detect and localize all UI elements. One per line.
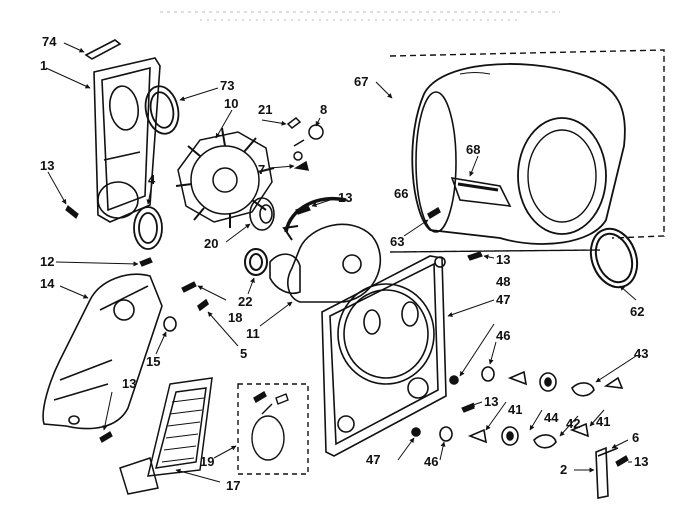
callout-62: 62	[630, 304, 644, 319]
callout-7: 7	[258, 162, 265, 177]
parts-21-8-7-fasteners	[261, 117, 324, 171]
callout-14: 14	[40, 276, 55, 291]
callout-46-upper: 46	[496, 328, 510, 343]
callout-68: 68	[466, 142, 480, 157]
callout-15: 15	[146, 354, 160, 369]
part-22-seal-ring	[244, 248, 268, 295]
callout-20: 20	[204, 236, 218, 251]
callout-4: 4	[148, 172, 156, 187]
callout-74: 74	[42, 34, 57, 49]
callout-22: 22	[238, 294, 252, 309]
callout-13-front-panel: 13	[40, 158, 54, 173]
parts-12-18-screws	[55, 257, 227, 301]
part-20-hub	[225, 197, 275, 243]
callout-41-left: 41	[508, 402, 522, 417]
callout-17: 17	[226, 478, 240, 493]
callout-44: 44	[544, 410, 559, 425]
part-19-belt-kit	[213, 383, 309, 475]
callout-6: 6	[632, 430, 639, 445]
callout-19: 19	[200, 454, 214, 469]
callout-21: 21	[258, 102, 272, 117]
callout-43: 43	[634, 346, 648, 361]
callout-66: 66	[394, 186, 408, 201]
part-1-front-panel	[45, 57, 161, 223]
part-17-lint-screen	[119, 377, 221, 495]
callout-11: 11	[246, 326, 260, 341]
part-4-ring	[133, 183, 163, 250]
part-14-lint-duct	[42, 273, 163, 430]
callout-42: 42	[566, 416, 580, 431]
callout-48: 48	[496, 274, 510, 289]
callout-13-bulkhead: 13	[496, 252, 510, 267]
part-10-blower-wheel	[175, 109, 275, 228]
screws-13	[47, 171, 629, 467]
callout-10: 10	[224, 96, 238, 111]
callout-41-right: 41	[596, 414, 610, 429]
part-74-bracket	[63, 39, 122, 60]
callout-67: 67	[354, 74, 368, 89]
callout-47-lower: 47	[366, 452, 380, 467]
callout-8: 8	[320, 102, 327, 117]
scan-header-noise	[160, 11, 560, 21]
callout-73: 73	[220, 78, 234, 93]
callout-13-lower: 13	[484, 394, 498, 409]
callout-63: 63	[390, 234, 404, 249]
callout-13-housing: 13	[338, 190, 352, 205]
part-62-drum-seal	[589, 227, 639, 301]
callout-18: 18	[228, 310, 242, 325]
part-67-drum-assembly	[375, 49, 665, 253]
drum-rollers-hardware	[397, 323, 637, 461]
callout-12: 12	[40, 254, 54, 269]
callout-13-duct: 13	[122, 376, 136, 391]
callout-1: 1	[40, 58, 47, 73]
callout-2: 2	[560, 462, 567, 477]
callout-labels: 74 1 73 10 21 8 67 13 4 7 13 68 66 63 20…	[40, 34, 648, 493]
part-2-bracket	[574, 439, 632, 499]
callout-47-upper: 47	[496, 292, 510, 307]
part-11-blower-housing	[259, 196, 381, 327]
callout-5: 5	[240, 346, 247, 361]
callout-13-bracket: 13	[634, 454, 648, 469]
part-48-rear-bulkhead	[321, 255, 495, 457]
parts-15-5-hardware	[155, 298, 239, 355]
callout-46-lower: 46	[424, 454, 438, 469]
part-73-seal	[144, 85, 219, 135]
